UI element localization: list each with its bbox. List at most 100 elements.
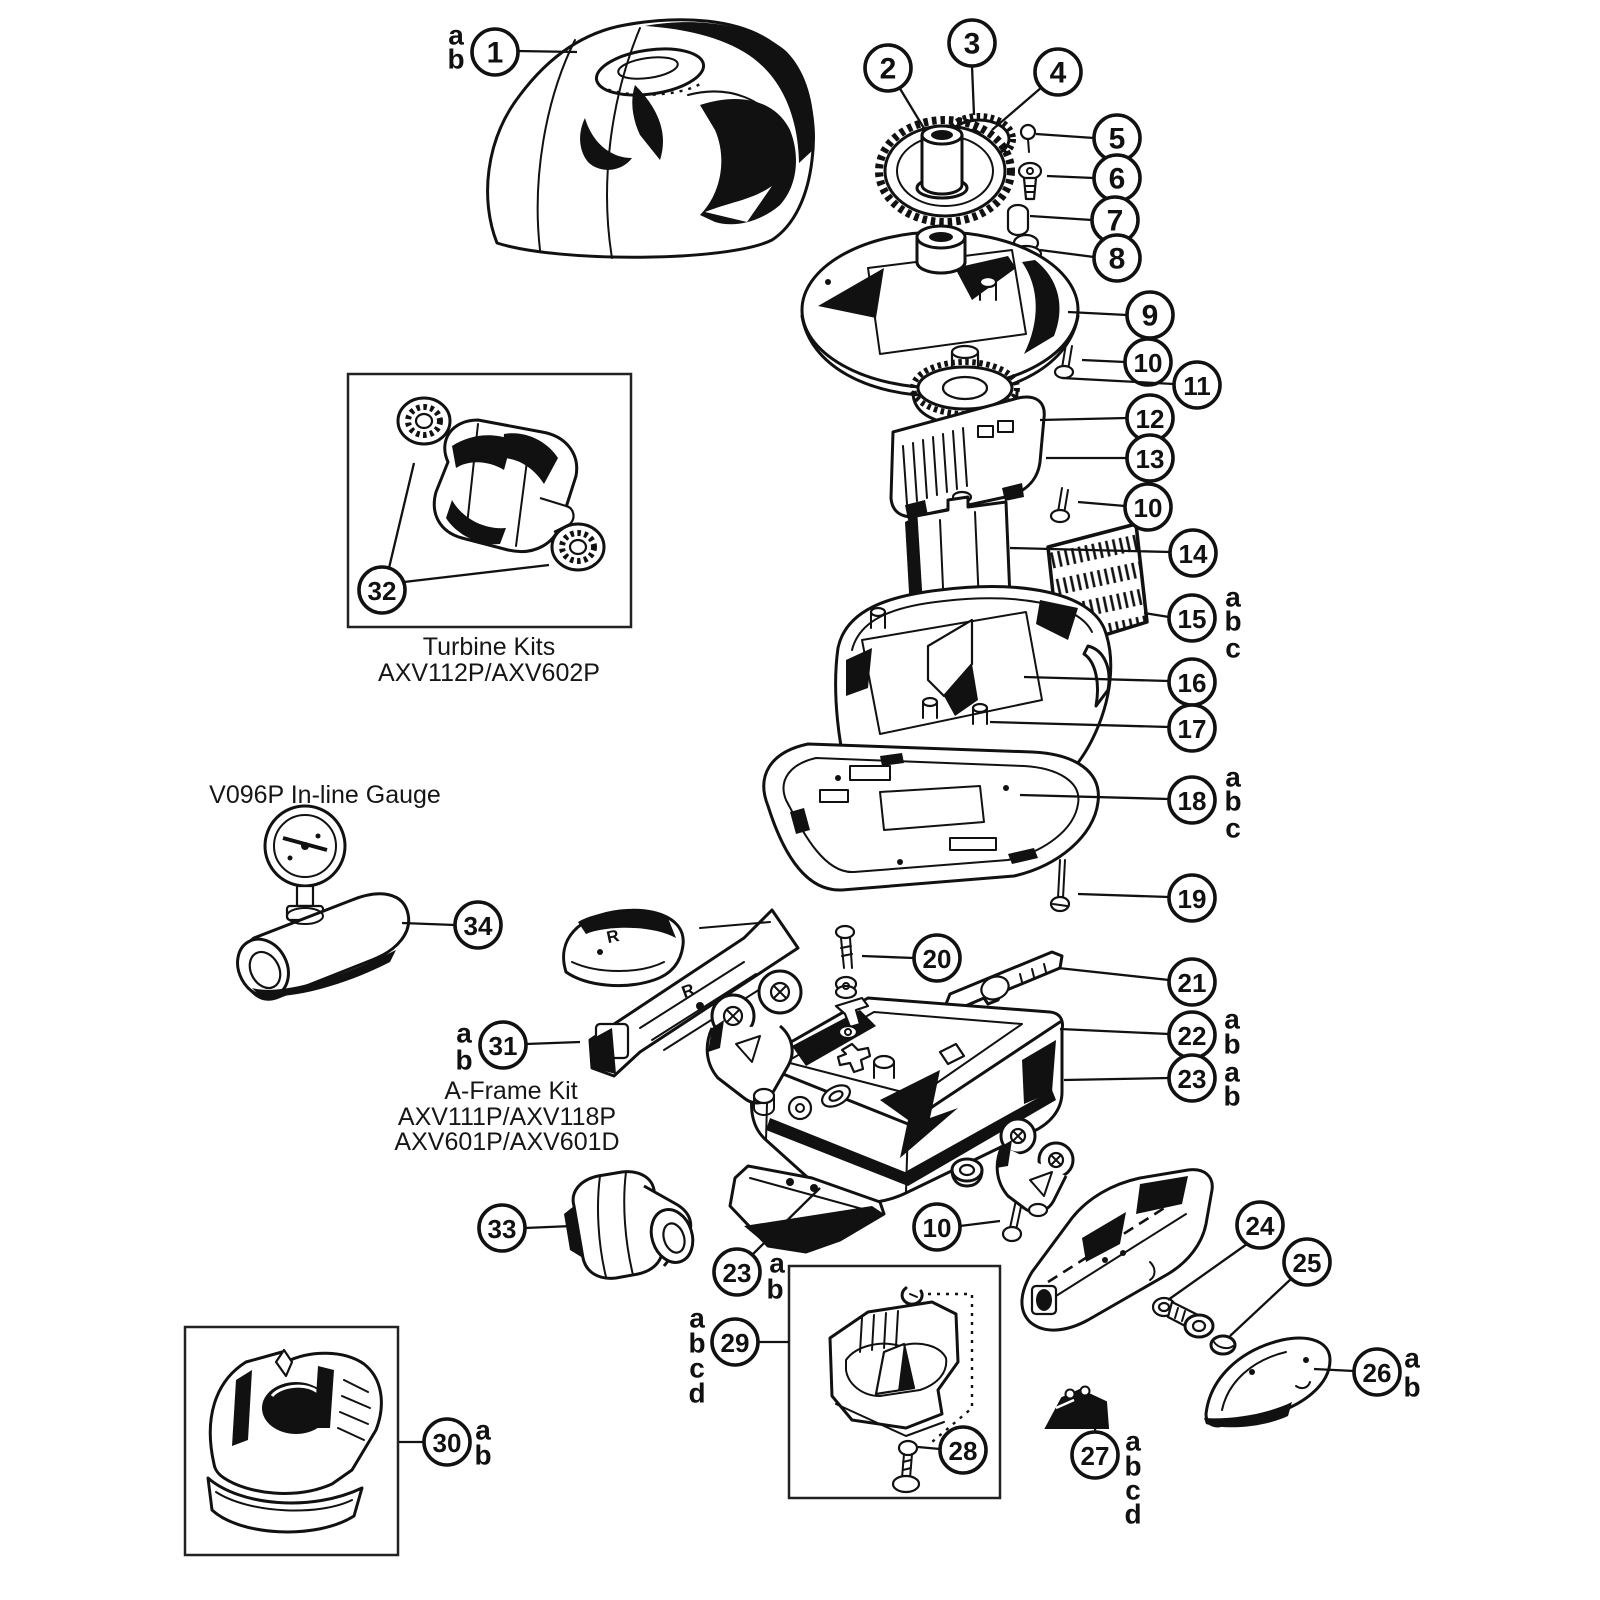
callout-letter-a: a: [475, 1415, 491, 1446]
callout-letter-b: b: [474, 1440, 491, 1471]
callout-letter-d: d: [688, 1378, 705, 1409]
part-aframe-right: [995, 1117, 1075, 1218]
callout-number: 16: [1178, 668, 1207, 698]
callout-number: 21: [1178, 968, 1207, 998]
part-float-valve: [828, 1286, 974, 1494]
callout-letter-b: b: [1224, 606, 1241, 637]
callout-number: 10: [1134, 348, 1163, 378]
callout-7: 7: [1029, 195, 1140, 245]
callout-leader-line: [1035, 132, 1095, 140]
callout-circle-28: [938, 1425, 988, 1475]
callout-letter-b: b: [688, 1328, 705, 1359]
callout-11: 11: [1061, 360, 1222, 410]
callout-number: 20: [923, 944, 952, 974]
callout-33: 33: [477, 1203, 573, 1253]
callout-leader-line: [525, 1040, 581, 1046]
callout-letter-b: b: [1223, 1081, 1240, 1112]
callout-circle-26: [1352, 1347, 1402, 1397]
part-cap: [1209, 1334, 1237, 1356]
callout-leader-line: [524, 1224, 573, 1230]
callout-number: 14: [1179, 539, 1208, 569]
callout-leader-line: [1167, 1243, 1248, 1301]
callout-circle-24: [1235, 1200, 1285, 1250]
part-screw-5: [1019, 123, 1037, 153]
callout-letter-a: a: [689, 1303, 705, 1334]
callout-letter-b: b: [455, 1045, 472, 1076]
callout-circle-17: [1167, 703, 1217, 753]
part-clamp-small: [834, 996, 872, 1074]
callout-leader-line: [991, 86, 1043, 131]
callout-number: 13: [1136, 444, 1165, 474]
callout-28: 28: [917, 1425, 988, 1475]
part-wing-skirt: [1204, 1336, 1332, 1428]
callout-8: 8: [1039, 233, 1142, 283]
callout-circle-27: [1070, 1430, 1120, 1480]
part-bumper-flap: [728, 1164, 886, 1254]
callout-circle-33: [477, 1203, 527, 1253]
callout-leader-line: [989, 720, 1170, 729]
callout-letter-b: b: [1124, 1451, 1141, 1482]
callout-letter-c: c: [1225, 633, 1241, 664]
callout-number: 3: [964, 28, 981, 61]
callout-circle-25: [1282, 1237, 1332, 1287]
part-screw-10c: [1001, 1199, 1023, 1243]
callout-number: 17: [1178, 714, 1207, 744]
callout-21: 21: [1057, 957, 1217, 1007]
callout-leader-line: [1081, 358, 1126, 364]
callout-circle-15: [1167, 593, 1217, 643]
callout-letter-a: a: [769, 1248, 785, 1279]
callout-leader-line: [751, 1187, 821, 1256]
callout-2: 2: [863, 43, 926, 131]
callout-circle-21: [1167, 957, 1217, 1007]
part-nut: [950, 1157, 984, 1188]
callout-letter-b: b: [1403, 1372, 1420, 1403]
callout-5: 5: [1035, 113, 1142, 163]
aframe-caption-line1: A-Frame Kit: [444, 1077, 577, 1105]
callout-32: 32: [357, 462, 550, 615]
callout-circle-1: [470, 27, 520, 77]
callout-leader-line: [401, 921, 456, 927]
callout-20: 20: [861, 933, 962, 983]
callout-leader-line: [1059, 1027, 1170, 1036]
diagram-artwork: R R: [206, 18, 1332, 1534]
callout-leader-line: [1077, 892, 1170, 899]
callout-34: 34: [401, 900, 503, 950]
callout-4: 4: [991, 47, 1083, 131]
callout-circle-19: [1167, 873, 1217, 923]
part-inline-gauge: [236, 804, 411, 1001]
callout-leader-line: [959, 1219, 1001, 1228]
callout-16: 16: [1023, 657, 1217, 707]
callout-circle-23: [712, 1247, 762, 1297]
callout-14: 14: [1009, 528, 1218, 578]
part-ring-gear: [910, 344, 1020, 426]
part-screw-10a: [1053, 343, 1075, 380]
part-side-skirt-right: [1020, 1168, 1214, 1332]
callout-number: 10: [923, 1213, 952, 1243]
callout-leader-line: [1029, 214, 1093, 222]
callout-leader-line: [1143, 611, 1170, 619]
callout-circle-32: [357, 565, 407, 615]
callout-letter-a: a: [1224, 1004, 1240, 1035]
callout-circle-30: [422, 1417, 472, 1467]
callout-circle-4: [1033, 47, 1083, 97]
callout-17: 17: [989, 703, 1217, 753]
part-wedge: [1044, 1385, 1110, 1429]
part-screw-19: [1049, 859, 1071, 913]
callout-25: 25: [1229, 1237, 1332, 1337]
callout-letter-a: a: [448, 20, 464, 51]
callout-letter-a: a: [1225, 582, 1241, 613]
part-bushing-7: [1006, 203, 1030, 237]
callout-number: 18: [1178, 786, 1207, 816]
callout-leader-line: [917, 1445, 941, 1451]
callout-letter-a: a: [1125, 1426, 1141, 1457]
callout-letter-d: d: [1124, 1499, 1141, 1530]
float-valve-inset-box: [787, 1264, 1002, 1500]
part-pump-body: [905, 490, 1012, 616]
callout-number: 11: [1183, 371, 1211, 401]
callout-circle-10: [1123, 482, 1173, 532]
callout-leader-line: [1077, 500, 1126, 508]
part-axle-bolt: [1151, 1296, 1215, 1339]
